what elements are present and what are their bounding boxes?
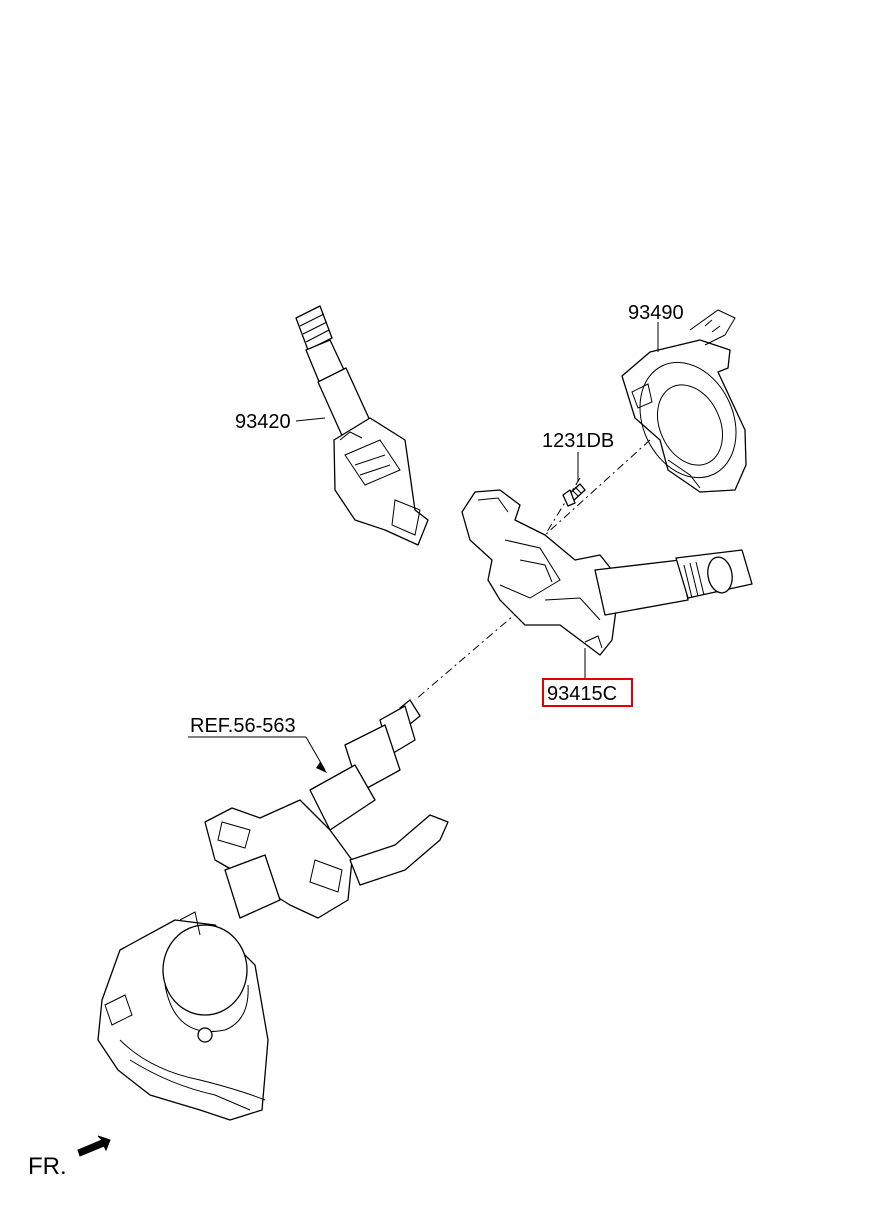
arrow-down-left-icon xyxy=(77,1135,111,1157)
label-wiper-switch[interactable]: 93420 xyxy=(235,411,291,433)
leader-lines xyxy=(188,322,659,773)
leader-ref-arrowhead xyxy=(316,762,327,773)
leader-93420 xyxy=(295,417,326,422)
assembly-axis xyxy=(414,439,651,701)
label-screw[interactable]: 1231DB xyxy=(542,430,614,452)
label-column-ref[interactable]: REF.56-563 xyxy=(190,715,296,737)
label-clock-spring[interactable]: 93490 xyxy=(628,302,684,324)
label-multifunction-switch[interactable]: 93415C xyxy=(547,683,617,705)
multifunction-switch-part[interactable] xyxy=(461,489,753,656)
clock-spring-part[interactable] xyxy=(621,309,754,493)
leader-ref xyxy=(305,736,326,771)
steering-column-part[interactable] xyxy=(97,699,449,1121)
wiper-switch-part[interactable] xyxy=(295,305,429,546)
screw-part[interactable] xyxy=(562,483,586,507)
front-indicator-label: FR. xyxy=(28,1153,67,1180)
selected-part-highlight xyxy=(542,678,633,707)
